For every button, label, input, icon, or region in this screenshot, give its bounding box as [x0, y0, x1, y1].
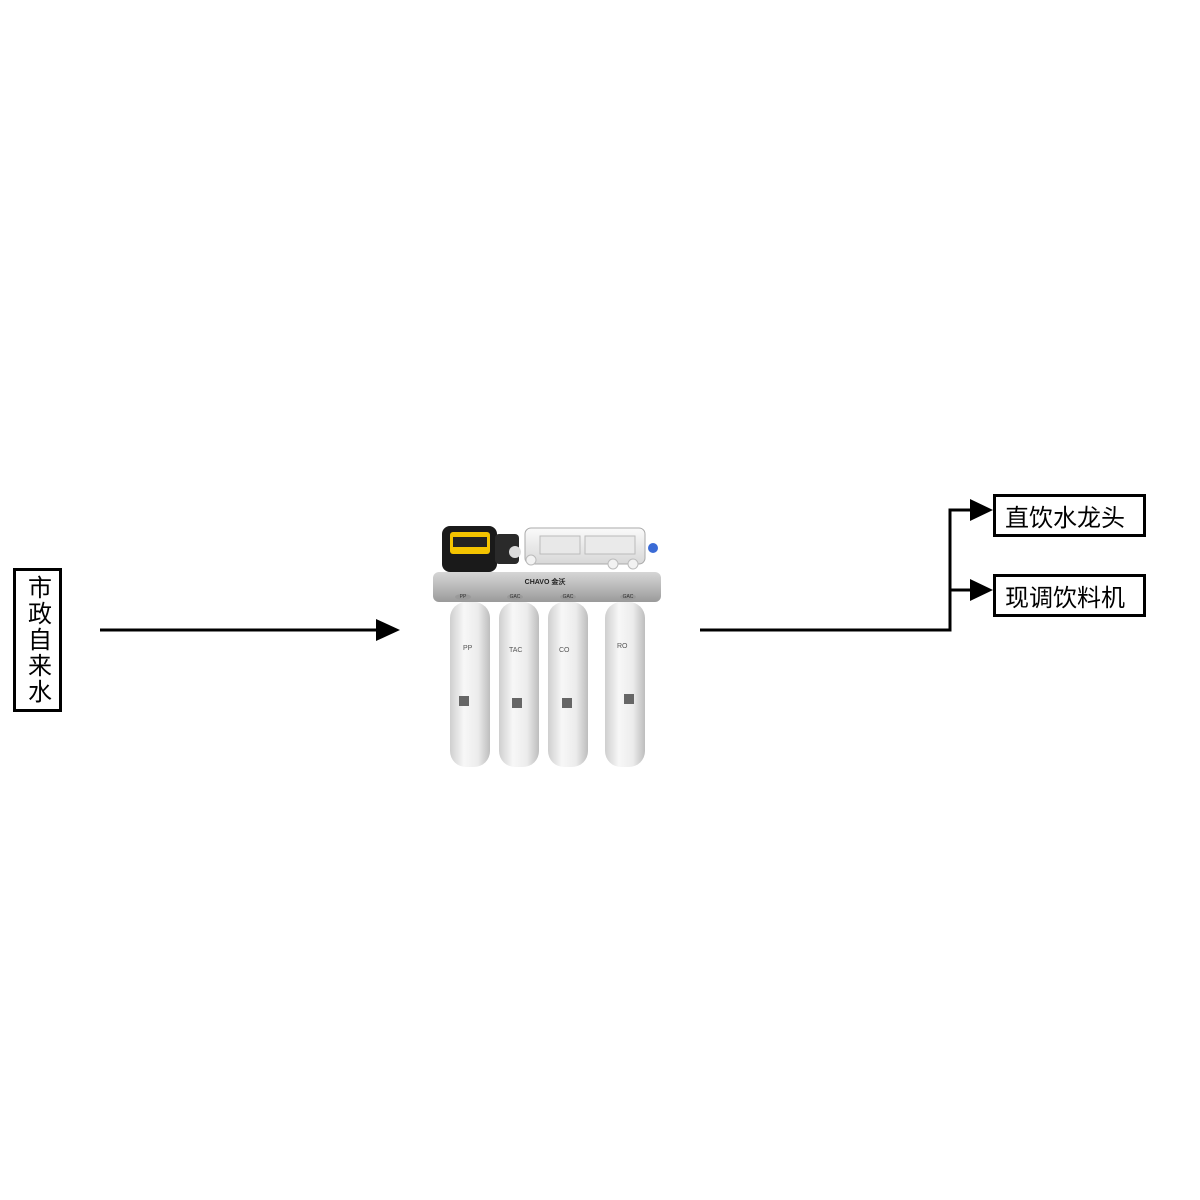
arrow-to-beverage-machine [970, 579, 993, 601]
svg-text:GAC: GAC [510, 594, 521, 600]
input-arrow [100, 619, 400, 641]
output-faucet-box: 直饮水龙头 [993, 494, 1146, 537]
filter-cartridges: PP PP GAC TAC GAC CO GAC RO [450, 594, 645, 767]
svg-text:GAC: GAC [623, 594, 634, 600]
output-beverage-machine-label: 现调饮料机 [1005, 584, 1125, 612]
arrow-to-faucet [970, 499, 993, 521]
svg-text:TAC: TAC [509, 647, 522, 654]
output-beverage-machine-box: 现调饮料机 [993, 574, 1146, 617]
filter-cartridge-pp: PP PP [450, 594, 490, 767]
source-box: 市政自来水 [13, 568, 62, 712]
svg-text:GAC: GAC [563, 594, 574, 600]
booster-pump [442, 526, 521, 572]
source-label: 市政自来水 [23, 575, 52, 705]
brand-text: CHAVO 金沃 [525, 577, 566, 586]
filter-cartridge-ro: GAC RO [605, 594, 645, 767]
ro-membrane-housing [524, 527, 658, 570]
filter-cartridge-co: GAC CO [548, 594, 588, 767]
output-faucet-label: 直饮水龙头 [1005, 504, 1125, 532]
svg-text:PP: PP [463, 645, 473, 652]
output-connector [700, 499, 993, 632]
svg-text:CO: CO [559, 647, 570, 654]
water-purifier-image: CHAVO 金沃 PP PP GAC TAC GAC CO [433, 526, 661, 767]
svg-text:PP: PP [460, 594, 467, 600]
svg-text:RO: RO [617, 643, 628, 650]
filter-head-bar: CHAVO 金沃 [433, 572, 661, 602]
filter-cartridge-tac: GAC TAC [499, 594, 539, 767]
